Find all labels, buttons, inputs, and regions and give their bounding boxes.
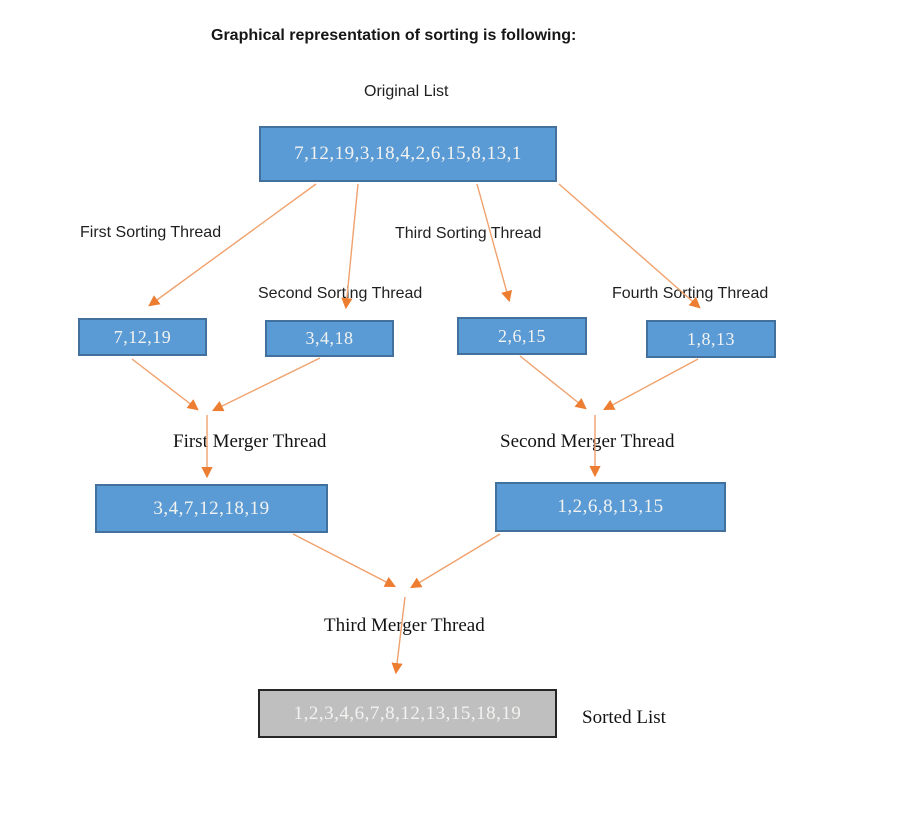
label-first-merger-thread: First Merger Thread <box>173 431 327 452</box>
page-title: Graphical representation of sorting is f… <box>211 27 577 44</box>
label-first-sorting-thread: First Sorting Thread <box>80 224 222 241</box>
label-third-merger-thread: Third Merger Thread <box>324 615 485 636</box>
chunk-box-4: 1,8,13 <box>646 320 776 358</box>
arrow-merger1-to-merger3 <box>292 533 396 588</box>
arrow-chunk4-to-merger2 <box>603 358 699 411</box>
merger-box-1: 3,4,7,12,18,19 <box>95 484 328 533</box>
original-list-box: 7,12,19,3,18,4,2,6,15,8,13,1 <box>259 126 557 182</box>
label-third-sorting-thread: Third Sorting Thread <box>395 225 542 242</box>
sorted-list-label: Sorted List <box>582 707 666 728</box>
chunk-box-2: 3,4,18 <box>265 320 394 357</box>
arrow-merger2-to-merger3 <box>410 533 501 589</box>
original-list-label: Original List <box>364 83 449 100</box>
arrow-chunk2-to-merger1 <box>211 357 321 412</box>
label-second-merger-thread: Second Merger Thread <box>500 431 675 452</box>
sorted-list-box: 1,2,3,4,6,7,8,12,13,15,18,19 <box>258 689 557 738</box>
arrow-chunk1-to-merger1 <box>131 358 199 411</box>
arrow-chunk3-to-merger2 <box>519 355 587 410</box>
label-second-sorting-thread: Second Sorting Thread <box>258 285 423 302</box>
label-fourth-sorting-thread: Fourth Sorting Thread <box>612 285 769 302</box>
chunk-box-1: 7,12,19 <box>78 318 207 356</box>
chunk-box-3: 2,6,15 <box>457 317 587 355</box>
merger-box-2: 1,2,6,8,13,15 <box>495 482 726 532</box>
